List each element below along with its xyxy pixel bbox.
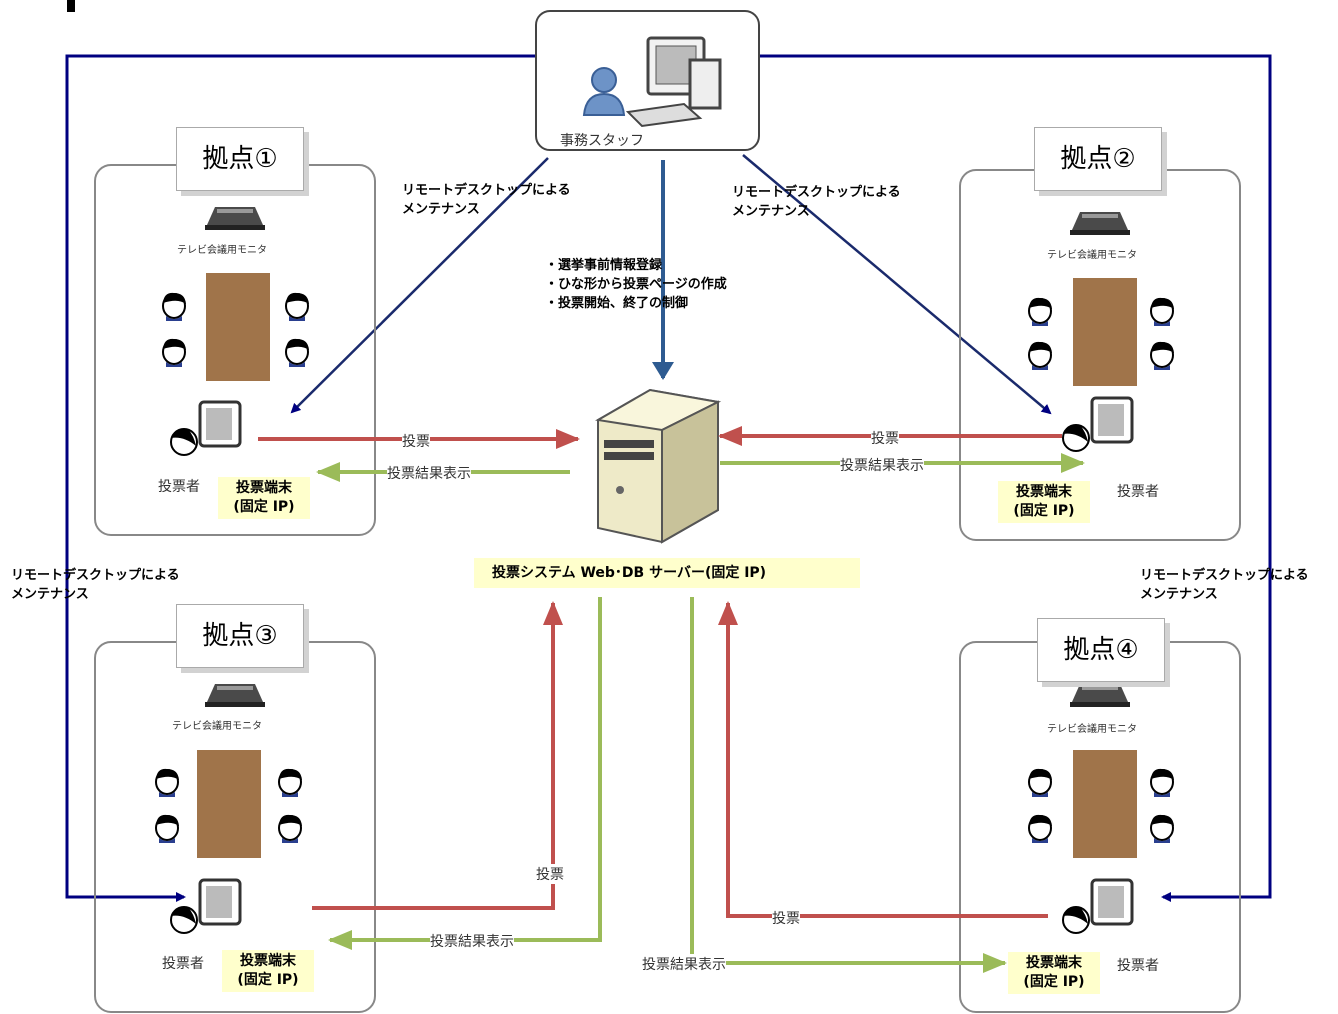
voter-terminal-icon-site4 (1061, 878, 1134, 935)
site-title-2: 拠点② (1034, 127, 1162, 191)
remote-maintenance-label-right: リモートデスクトップによるメンテナンス (1140, 568, 1309, 602)
monitor-icon-site2 (1070, 212, 1130, 235)
result-label-site4: 投票結果表示 (642, 954, 726, 974)
vote-label-site3: 投票 (536, 864, 564, 884)
corner-marker (67, 0, 75, 12)
site-title-4: 拠点④ (1037, 618, 1165, 682)
task-item: ・ひな形から投票ページの作成 (545, 277, 727, 292)
vote-label-site4: 投票 (772, 908, 800, 928)
remote-maintenance-label-top-right: リモートデスクトップによるメンテナンス (732, 185, 901, 219)
staff-icon (582, 36, 722, 128)
voter-label-site4: 投票者 (1117, 958, 1159, 974)
staff-task-list: ・選挙事前情報登録 ・ひな形から投票ページの作成 ・投票開始、終了の制御 (545, 256, 727, 313)
monitor-label-site3: テレビ会議用モニタ (172, 721, 262, 732)
voter-terminal-icon-site3 (169, 878, 242, 935)
voter-label-site1: 投票者 (158, 479, 200, 495)
remote-maintenance-label-top-left: リモートデスクトップによるメンテナンス (402, 183, 571, 217)
meeting-table-site2 (1073, 278, 1137, 386)
result-label-site1: 投票結果表示 (387, 463, 471, 483)
meeting-table-site4 (1073, 750, 1137, 858)
voter-terminal-icon-site1 (169, 400, 242, 457)
voting-terminal-label-site3: 投票端末(固定 IP) (222, 950, 314, 992)
monitor-icon-site4 (1070, 684, 1130, 707)
staff-label: 事務スタッフ (560, 133, 644, 149)
result-label-site2: 投票結果表示 (840, 455, 924, 475)
vote-label-site1: 投票 (402, 431, 430, 451)
monitor-label-site2: テレビ会議用モニタ (1047, 250, 1137, 261)
server-icon (595, 388, 722, 544)
voting-terminal-label-site1: 投票端末(固定 IP) (218, 477, 310, 519)
voting-terminal-label-site2: 投票端末(固定 IP) (998, 481, 1090, 523)
result-label-site3: 投票結果表示 (430, 931, 514, 951)
monitor-icon-site1 (205, 207, 265, 230)
site-title-3: 拠点③ (176, 604, 304, 668)
meeting-table-site3 (197, 750, 261, 858)
task-item: ・選挙事前情報登録 (545, 258, 663, 273)
remote-maintenance-label-left: リモートデスクトップによるメンテナンス (11, 568, 180, 602)
site-title-1: 拠点① (176, 127, 304, 191)
voter-label-site3: 投票者 (162, 956, 204, 972)
monitor-icon-site3 (205, 684, 265, 707)
maintenance-lines (65, 54, 1272, 902)
voter-terminal-icon-site2 (1061, 396, 1134, 453)
meeting-table-site1 (206, 273, 270, 381)
server-label: 投票システム Web･DB サーバー(固定 IP) (474, 558, 860, 588)
voting-terminal-label-site4: 投票端末(固定 IP) (1008, 952, 1100, 994)
task-item: ・投票開始、終了の制御 (545, 296, 689, 311)
remote-desktop-arrows (290, 154, 1052, 415)
monitor-label-site4: テレビ会議用モニタ (1047, 724, 1137, 735)
vote-label-site2: 投票 (871, 428, 899, 448)
voter-label-site2: 投票者 (1117, 484, 1159, 500)
monitor-label-site1: テレビ会議用モニタ (177, 245, 267, 256)
